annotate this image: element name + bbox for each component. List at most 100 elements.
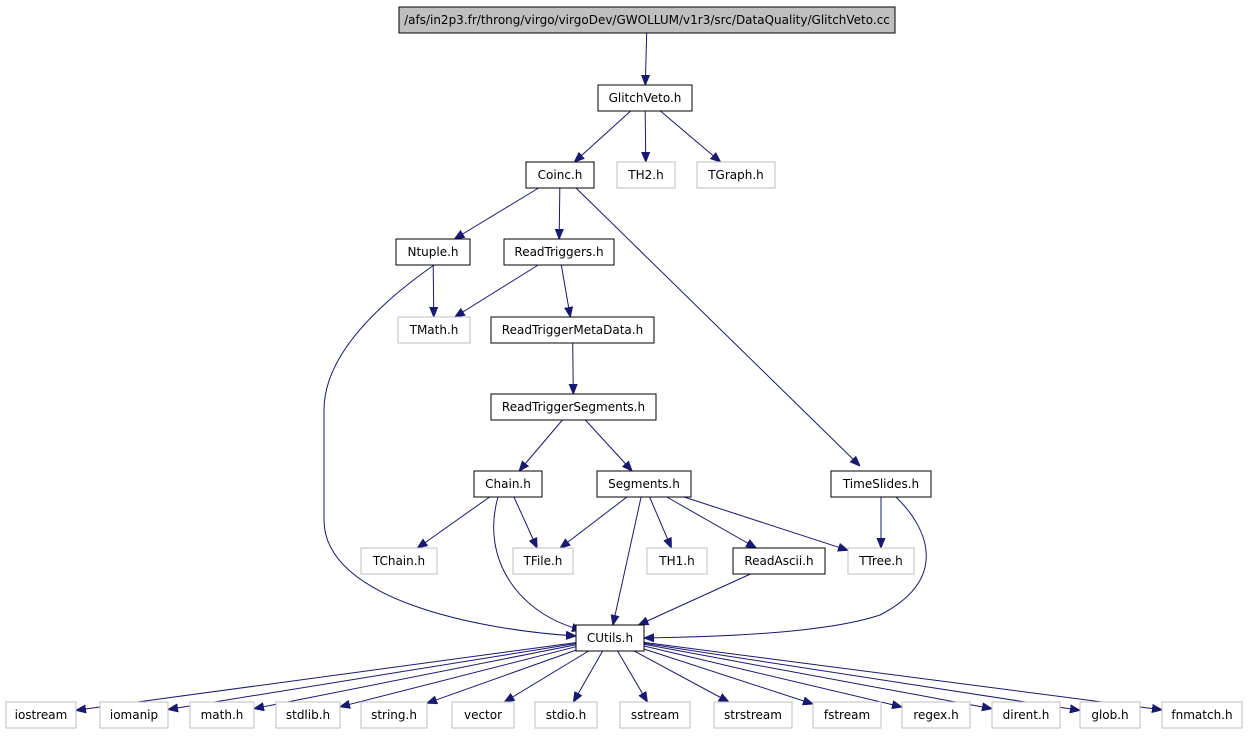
node-tslides[interactable]: TimeSlides.h <box>830 470 932 498</box>
node-box-regex <box>901 701 971 729</box>
node-iomanip: iomanip <box>99 701 169 729</box>
node-glob: glob.h <box>1079 701 1141 729</box>
node-dirent: dirent.h <box>991 701 1061 729</box>
edge-segs-to-ttree <box>683 496 848 550</box>
edge-rtseg-to-chain <box>519 419 563 471</box>
node-label-tmath: TMath.h <box>409 323 459 337</box>
edge-cutils-to-vector <box>504 650 589 702</box>
edge-gv-to-tgraph <box>660 110 720 162</box>
node-box-root <box>398 6 896 34</box>
node-tchain: TChain.h <box>360 547 438 575</box>
node-label-rtmeta: ReadTriggerMetaData.h <box>502 323 643 337</box>
node-th1: TH1.h <box>646 547 708 575</box>
node-box-strstream <box>713 701 793 729</box>
edge-ntuple-to-cutils <box>323 264 576 636</box>
node-label-gv: GlitchVeto.h <box>609 91 682 105</box>
edge-cutils-to-strstream <box>633 650 729 702</box>
node-segs[interactable]: Segments.h <box>596 470 692 498</box>
edge-cutils-to-math <box>254 644 577 709</box>
node-rtseg[interactable]: ReadTriggerSegments.h <box>490 393 657 421</box>
node-label-rascii: ReadAscii.h <box>744 554 813 568</box>
dependency-edges <box>76 32 1162 711</box>
node-box-stdio <box>534 701 598 729</box>
node-box-chain <box>473 470 543 498</box>
node-label-strstream: strstream <box>724 708 782 722</box>
node-box-rtseg <box>490 393 657 421</box>
edge-cutils-to-glob <box>643 642 1080 710</box>
node-fstream: fstream <box>812 701 882 729</box>
node-label-chain: Chain.h <box>485 477 531 491</box>
node-label-th2: TH2.h <box>627 168 663 182</box>
node-box-dirent <box>991 701 1061 729</box>
node-coinc[interactable]: Coinc.h <box>525 161 595 189</box>
node-tfile: TFile.h <box>512 547 574 575</box>
node-box-rtmeta <box>490 316 655 344</box>
node-vector: vector <box>451 701 515 729</box>
node-label-ttree: TTree.h <box>858 554 903 568</box>
node-box-gv <box>597 84 693 112</box>
node-box-tmath <box>397 316 471 344</box>
node-box-rascii <box>732 547 826 575</box>
edge-chain-to-tchain <box>417 496 490 548</box>
node-label-tslides: TimeSlides.h <box>842 477 919 491</box>
edge-rtrig-to-tmath <box>455 264 539 317</box>
node-rtmeta[interactable]: ReadTriggerMetaData.h <box>490 316 655 344</box>
edge-segs-to-tfile <box>560 496 628 548</box>
node-root[interactable]: /afs/in2p3.fr/throng/virgo/virgoDev/GWOL… <box>398 6 896 34</box>
node-label-tchain: TChain.h <box>372 554 425 568</box>
node-box-segs <box>596 470 692 498</box>
node-box-sstream <box>619 701 691 729</box>
node-box-string <box>360 701 428 729</box>
node-tmath: TMath.h <box>397 316 471 344</box>
edge-coinc-to-tslides <box>575 187 860 466</box>
edge-chain-to-cutils <box>493 496 582 630</box>
node-box-th1 <box>646 547 708 575</box>
edge-ntuple-to-tmath <box>433 264 434 317</box>
node-label-cutils: CUtils.h <box>587 631 633 645</box>
node-label-th1: TH1.h <box>658 554 694 568</box>
edge-cutils-to-string <box>427 649 577 703</box>
node-box-tfile <box>512 547 574 575</box>
node-label-dirent: dirent.h <box>1003 708 1050 722</box>
node-label-glob: glob.h <box>1091 708 1128 722</box>
node-label-coinc: Coinc.h <box>538 168 583 182</box>
node-box-ntuple <box>395 238 471 266</box>
node-ntuple[interactable]: Ntuple.h <box>395 238 471 266</box>
node-box-vector <box>451 701 515 729</box>
node-rtrig[interactable]: ReadTriggers.h <box>503 238 615 266</box>
node-box-iomanip <box>99 701 169 729</box>
node-rascii[interactable]: ReadAscii.h <box>732 547 826 575</box>
node-box-cutils <box>575 624 645 652</box>
edge-rtseg-to-segs <box>585 419 632 471</box>
node-box-tgraph <box>696 161 776 189</box>
node-stdlib: stdlib.h <box>275 701 341 729</box>
node-iostream: iostream <box>5 701 77 729</box>
edge-chain-to-tfile <box>513 496 537 548</box>
node-label-fstream: fstream <box>824 708 870 722</box>
node-label-math: math.h <box>201 708 244 722</box>
node-label-root: /afs/in2p3.fr/throng/virgo/virgoDev/GWOL… <box>404 13 890 27</box>
edge-cutils-to-fnmatch <box>643 641 1162 709</box>
file-nodes: /afs/in2p3.fr/throng/virgo/virgoDev/GWOL… <box>5 6 1243 729</box>
node-math: math.h <box>189 701 255 729</box>
node-label-rtseg: ReadTriggerSegments.h <box>502 400 645 414</box>
node-box-iostream <box>5 701 77 729</box>
edge-coinc-to-ntuple <box>454 187 539 239</box>
node-cutils[interactable]: CUtils.h <box>575 624 645 652</box>
node-label-iomanip: iomanip <box>110 708 158 722</box>
edge-segs-to-cutils <box>613 496 642 625</box>
edge-rtmeta-to-rtseg <box>573 342 574 394</box>
edge-cutils-to-iostream <box>76 642 577 711</box>
node-label-sstream: sstream <box>631 708 679 722</box>
edge-cutils-to-dirent <box>643 643 992 708</box>
node-box-fnmatch <box>1161 701 1243 729</box>
node-box-tchain <box>360 547 438 575</box>
node-regex: regex.h <box>901 701 971 729</box>
node-gv[interactable]: GlitchVeto.h <box>597 84 693 112</box>
edge-segs-to-rascii <box>666 496 756 548</box>
node-chain[interactable]: Chain.h <box>473 470 543 498</box>
edge-cutils-to-regex <box>643 645 902 707</box>
edge-gv-to-th2 <box>645 110 646 162</box>
node-box-rtrig <box>503 238 615 266</box>
node-box-math <box>189 701 255 729</box>
